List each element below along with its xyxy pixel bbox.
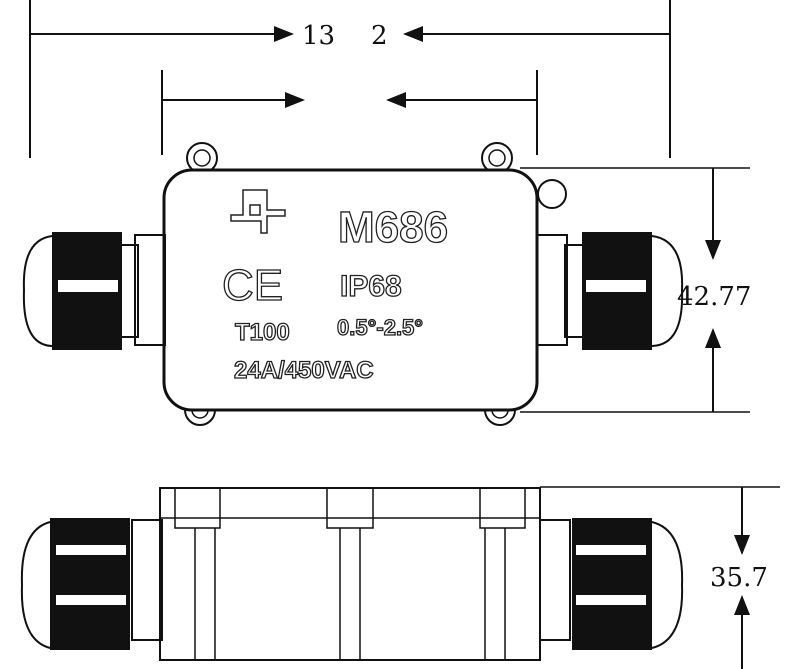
box-length-dimension	[161, 70, 538, 155]
side-cable-gland-left	[20, 518, 163, 650]
cable-gland-right	[536, 232, 684, 350]
height-label-top: 42.77	[677, 282, 751, 312]
side-view-box	[159, 487, 541, 661]
height-label-side: 35.7	[710, 563, 768, 593]
top-view-box: M686 CE IP68 T100 0.5°-2.5° 24A/450VAC	[162, 142, 567, 426]
length-label-right: 2	[371, 21, 388, 51]
cable-gland-left	[22, 232, 166, 350]
overall-length-dimension: 13 2	[29, 0, 671, 158]
height-dimension-top: 42.77	[520, 167, 751, 413]
side-cable-gland-right	[539, 518, 684, 650]
ce-mark: CE	[222, 261, 283, 310]
terminal-label: T100	[235, 319, 290, 346]
length-label-left: 13	[302, 21, 335, 51]
wire-range-label: 0.5°-2.5°	[337, 315, 423, 340]
rating-label: 24A/450VAC	[234, 357, 374, 384]
brand-logo	[230, 189, 286, 234]
ip-rating-label: IP68	[340, 270, 402, 303]
model-label: M686	[338, 203, 448, 252]
height-dimension-side: 35.7	[540, 486, 780, 669]
